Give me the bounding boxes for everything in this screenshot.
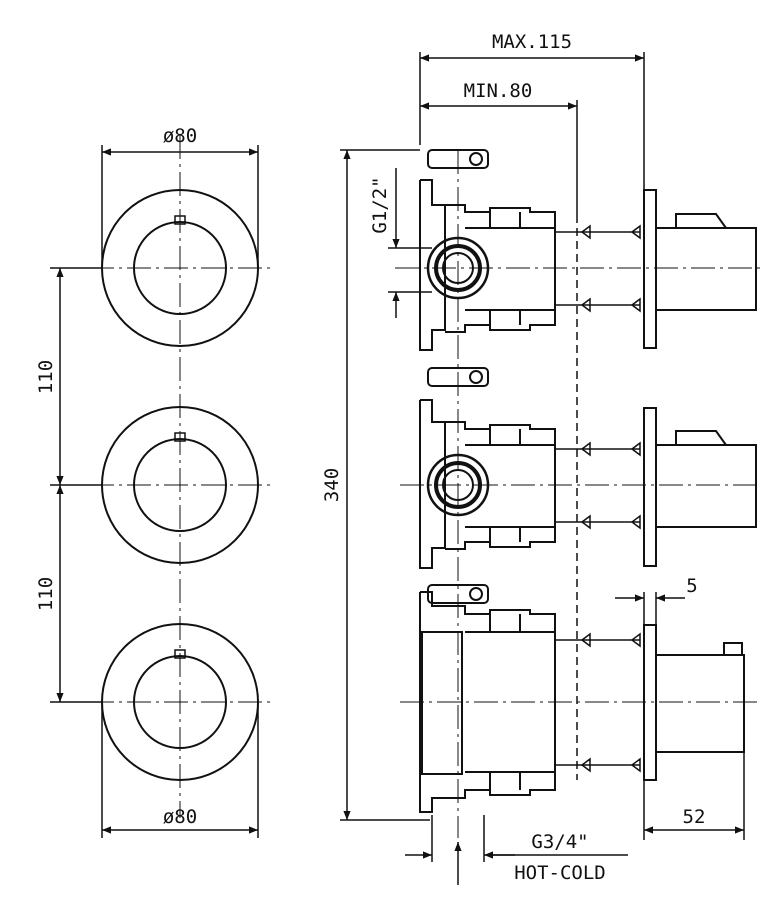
dim-bottom-diameter bbox=[101, 702, 259, 838]
wall-markers bbox=[580, 224, 641, 773]
valve-body-bottom bbox=[419, 584, 640, 813]
dim-total-height bbox=[340, 149, 430, 821]
label-total-height: 340 bbox=[321, 468, 343, 502]
label-max-depth: MAX.115 bbox=[492, 31, 572, 53]
valve-body-top bbox=[419, 149, 640, 351]
label-top-diameter: ø80 bbox=[163, 125, 197, 147]
side-handle-bottom bbox=[655, 642, 745, 753]
label-bottom-diameter: ø80 bbox=[163, 806, 197, 828]
dim-depths bbox=[420, 54, 644, 110]
label-outlet-thread: G1/2" bbox=[369, 176, 391, 233]
side-handle-top bbox=[655, 213, 757, 311]
dim-handle-depth bbox=[643, 752, 745, 840]
dim-spacing bbox=[50, 267, 102, 703]
side-plate-middle bbox=[643, 407, 657, 567]
front-plate-middle bbox=[90, 406, 270, 564]
front-view bbox=[50, 135, 270, 838]
dim-inlet-thread bbox=[405, 815, 628, 885]
label-spacing-lower: 110 bbox=[35, 577, 57, 611]
label-spacing-upper: 110 bbox=[35, 360, 57, 394]
side-plate-top bbox=[643, 189, 657, 349]
dim-outlet-thread bbox=[388, 168, 432, 318]
label-handle-depth: 52 bbox=[683, 806, 706, 828]
dim-top-diameter bbox=[101, 145, 259, 268]
valve-body-middle bbox=[419, 367, 640, 569]
label-inlet: HOT-COLD bbox=[514, 862, 606, 884]
side-handle-middle bbox=[655, 430, 757, 528]
label-plate-thickness: 5 bbox=[686, 575, 697, 597]
label-min-depth: MIN.80 bbox=[464, 80, 533, 102]
side-view bbox=[340, 52, 762, 885]
label-inlet-thread: G3/4" bbox=[531, 831, 588, 853]
dim-plate-thickness bbox=[615, 592, 685, 625]
